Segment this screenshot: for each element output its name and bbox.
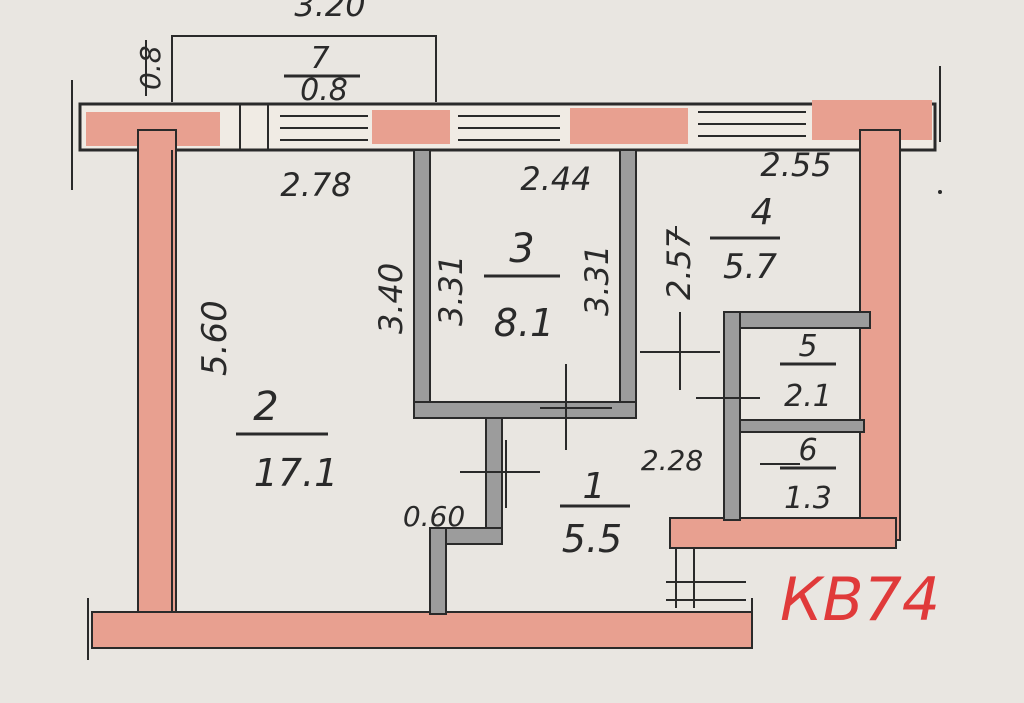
dim-balcony-width: 3.20 <box>294 0 365 24</box>
balcony-outline <box>145 35 437 102</box>
dim-room2-length: 5.60 <box>195 300 235 376</box>
room-5-area: 2.1 <box>784 379 832 414</box>
room-numbers: 2 3 4 5 6 1 7 <box>253 41 817 507</box>
room-label-bars <box>236 74 836 508</box>
exterior-walls <box>87 129 901 660</box>
room-4-number: 4 <box>751 192 774 233</box>
dim-room3-left-inner: 3.31 <box>432 255 470 326</box>
room-6-number: 6 <box>798 433 817 468</box>
apartment-stamp: КВ74 <box>780 565 940 635</box>
dim-room3-left-outer: 3.40 <box>372 263 410 334</box>
dim-hall-width: 2.28 <box>641 444 703 477</box>
margin-dot <box>938 190 942 194</box>
dim-balcony-depth: 0.8 <box>134 45 167 90</box>
room-2-number: 2 <box>253 384 278 430</box>
room-4-area: 5.7 <box>723 247 777 287</box>
room-7-number: 7 <box>310 41 329 76</box>
room-2-area: 17.1 <box>254 451 339 495</box>
room-5-number: 5 <box>798 329 817 364</box>
room-6-area: 1.3 <box>784 481 832 516</box>
interior-partitions <box>413 149 871 615</box>
dim-room4-width: 2.55 <box>760 146 831 184</box>
room-7-area: 0.8 <box>300 73 348 108</box>
room-1-number: 1 <box>583 466 606 507</box>
room-1-area: 5.5 <box>562 517 622 561</box>
door-marks <box>460 226 800 608</box>
dim-corridor-width: 0.60 <box>403 500 465 533</box>
room-3-number: 3 <box>509 226 534 272</box>
dim-room3-width: 2.44 <box>520 160 591 198</box>
room-areas: 17.1 8.1 5.7 2.1 1.3 5.5 0.8 <box>254 73 832 561</box>
dim-room4-length: 2.57 <box>660 228 698 300</box>
room-3-area: 8.1 <box>494 301 554 345</box>
dim-room3-right-inner: 3.31 <box>578 245 616 316</box>
dimension-labels: 3.20 2.78 2.44 2.55 2.28 0.60 0.8 5.60 3… <box>134 0 832 533</box>
dim-room2-width: 2.78 <box>280 166 351 204</box>
